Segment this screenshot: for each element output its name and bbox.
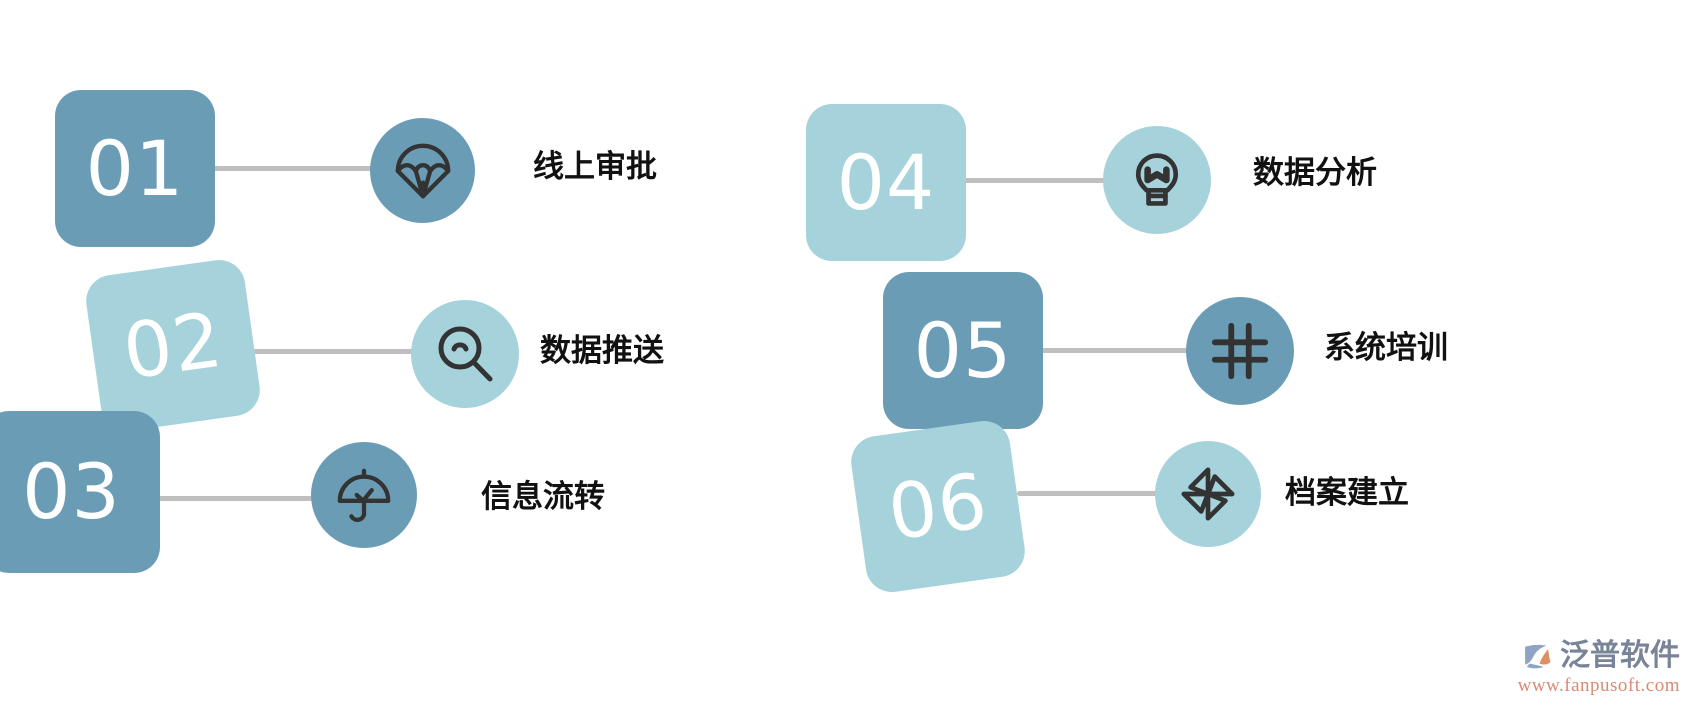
item-label-01: 线上审批 [533,149,657,185]
connector-line-01 [212,166,392,171]
number-text-05: 05 [913,305,1013,395]
magnifier-icon [438,326,493,382]
item-label-04: 数据分析 [1253,155,1377,191]
icon-circle-03[interactable] [311,442,417,548]
icon-circle-01[interactable] [370,118,475,223]
parachute-icon [395,143,450,198]
connector-line-04 [960,178,1120,183]
item-label-05: 系统培训 [1324,330,1448,366]
number-box-05[interactable]: 05 [883,272,1043,429]
icon-circle-06[interactable] [1155,441,1261,547]
fanpu-logo-icon [1525,644,1551,669]
pinwheel-icon [1181,467,1235,521]
watermark: 泛普软件 www.fanpusoft.com [1517,639,1680,696]
number-text-06: 06 [882,455,994,557]
number-text-04: 04 [836,137,936,227]
number-box-02[interactable]: 02 [82,256,264,435]
item-label-02: 数据推送 [540,333,664,369]
number-text-03: 03 [22,447,121,536]
connector-line-03 [157,496,322,501]
icon-circle-05[interactable] [1186,297,1294,405]
number-text-02: 02 [117,294,229,396]
item-label-03: 信息流转 [481,479,605,515]
number-text-01: 01 [85,123,185,213]
number-box-06[interactable]: 06 [847,417,1029,596]
connector-line-05 [1040,348,1195,353]
watermark-brand-row: 泛普软件 [1520,639,1680,673]
number-box-04[interactable]: 04 [806,104,966,261]
hash-grid-icon [1211,322,1269,380]
connector-line-02 [243,349,423,354]
number-box-03[interactable]: 03 [0,411,160,573]
icon-circle-02[interactable] [411,300,519,408]
lightbulb-icon [1135,153,1179,206]
connector-line-06 [1017,491,1172,496]
item-label-06: 档案建立 [1285,475,1409,511]
icon-circle-04[interactable] [1103,126,1211,234]
umbrella-icon [337,468,391,522]
number-box-01[interactable]: 01 [55,90,215,247]
watermark-brand-text: 泛普软件 [1560,638,1680,673]
watermark-url-text: www.fanpusoft.com [1517,675,1680,696]
